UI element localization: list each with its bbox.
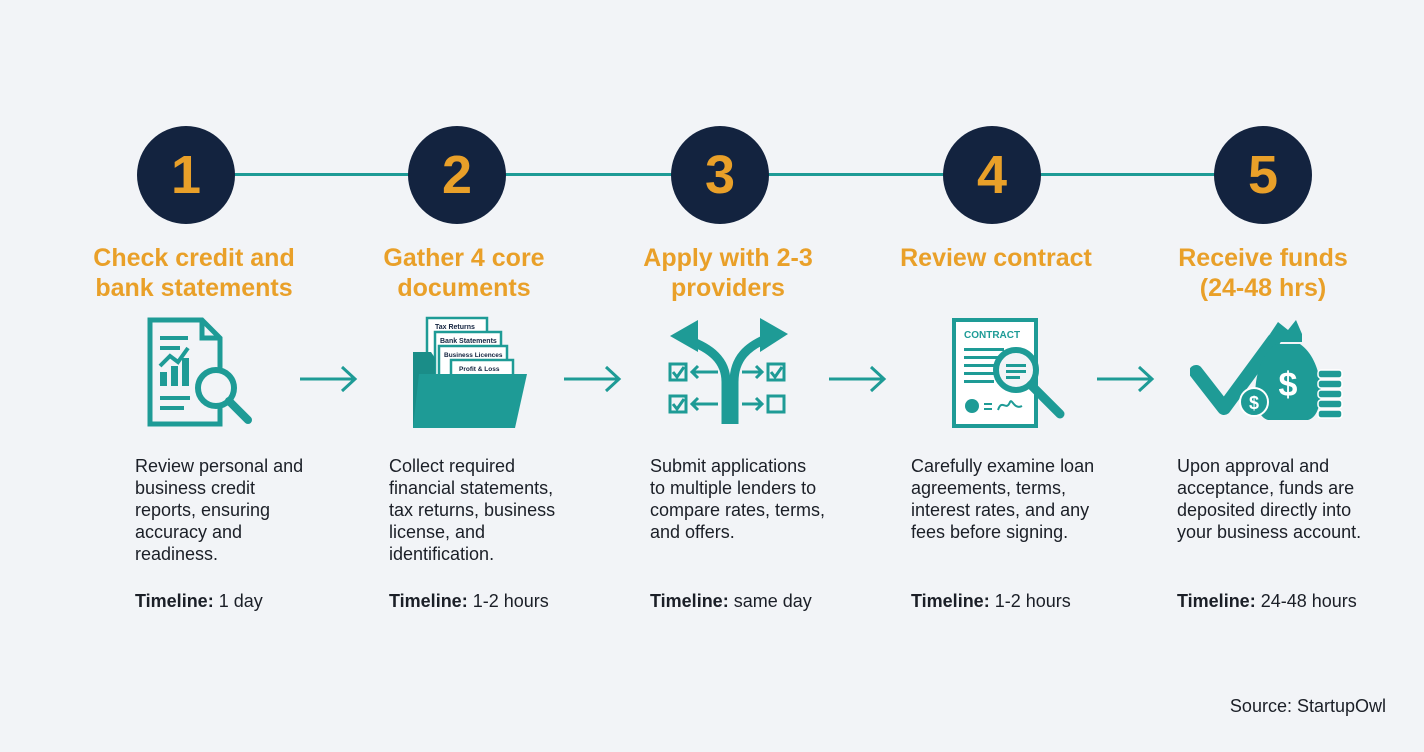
step-4-title: Review contract <box>856 243 1136 273</box>
step-5-desc-line: acceptance, funds are <box>1177 478 1355 498</box>
step-2-description: Collect required financial statements, t… <box>389 455 634 565</box>
step-4-number: 4 <box>943 126 1041 224</box>
step-5-timeline-label: Timeline: <box>1177 591 1256 611</box>
step-5-desc-line: your business account. <box>1177 522 1362 542</box>
step-1-title: Check credit and bank statements <box>54 243 334 303</box>
step-2-desc-line: license, and <box>389 522 486 542</box>
step-2-title-line-2: documents <box>397 274 531 302</box>
right-arrow-icon <box>829 365 887 393</box>
step-1-timeline-value: 1 day <box>218 591 263 611</box>
step-1-title-line-1: Check credit and <box>93 244 295 272</box>
step-4-timeline-label: Timeline: <box>911 591 990 611</box>
step-2-timeline-label: Timeline: <box>389 591 468 611</box>
step-2-title-line-1: Gather 4 core <box>383 244 545 272</box>
folder-tab-tax-returns: Tax Returns <box>435 324 475 331</box>
step-4-title-line-1: Review contract <box>900 244 1092 272</box>
step-4-desc-line: fees before signing. <box>911 522 1069 542</box>
step-3-timeline: Timeline: same day <box>650 590 895 612</box>
money-bag-check-icon: $ $ <box>1190 320 1343 420</box>
step-3-title-line-2: providers <box>671 274 785 302</box>
step-2-title: Gather 4 core documents <box>324 243 604 303</box>
step-2-timeline-value: 1-2 hours <box>472 591 549 611</box>
right-arrow-icon <box>1097 365 1155 393</box>
step-5-timeline-value: 24-48 hours <box>1260 591 1357 611</box>
step-3-desc-line: to multiple lenders to <box>650 478 817 498</box>
step-1-desc-line: Review personal and <box>135 456 304 476</box>
step-2-timeline: Timeline: 1-2 hours <box>389 590 634 612</box>
step-1-timeline-label: Timeline: <box>135 591 214 611</box>
step-5-desc-line: Upon approval and <box>1177 456 1330 476</box>
step-4-desc-line: Carefully examine loan <box>911 456 1095 476</box>
step-5-number: 5 <box>1214 126 1312 224</box>
step-5-timeline: Timeline: 24-48 hours <box>1177 590 1422 612</box>
step-2-desc-line: Collect required <box>389 456 516 476</box>
step-1-desc-line: business credit <box>135 478 256 498</box>
step-3-desc-line: and offers. <box>650 522 735 542</box>
step-4-timeline: Timeline: 1-2 hours <box>911 590 1156 612</box>
step-3-desc-line: compare rates, terms, <box>650 500 826 520</box>
right-arrow-icon <box>300 365 358 393</box>
right-arrow-icon <box>564 365 622 393</box>
folder-tab-profit-loss: Profit & Loss <box>459 366 500 373</box>
step-2-desc-line: financial statements, <box>389 478 554 498</box>
step-3-title: Apply with 2-3 providers <box>588 243 868 303</box>
step-3-desc-line: Submit applications <box>650 456 807 476</box>
folder-tab-bank-statements: Bank Statements <box>440 338 497 345</box>
step-5-description: Upon approval and acceptance, funds are … <box>1177 455 1422 543</box>
step-3-timeline-value: same day <box>733 591 812 611</box>
step-2-desc-line: identification. <box>389 544 495 564</box>
branching-arrows-checklist-icon <box>668 318 788 424</box>
step-3-number: 3 <box>671 126 769 224</box>
step-4-desc-line: agreements, terms, <box>911 478 1067 498</box>
step-4-desc-line: interest rates, and any <box>911 500 1090 520</box>
step-1-description: Review personal and business credit repo… <box>135 455 380 565</box>
step-3-timeline-label: Timeline: <box>650 591 729 611</box>
step-5-title: Receive funds (24-48 hrs) <box>1123 243 1403 303</box>
step-1-desc-line: readiness. <box>135 544 219 564</box>
folder-tab-business-licences: Business Licences <box>444 352 503 359</box>
step-1-desc-line: reports, ensuring <box>135 500 271 520</box>
step-2-desc-line: tax returns, business <box>389 500 556 520</box>
step-5-desc-line: deposited directly into <box>1177 500 1352 520</box>
step-1-timeline: Timeline: 1 day <box>135 590 380 612</box>
step-2-number: 2 <box>408 126 506 224</box>
source-caption: Source: StartupOwl <box>1229 696 1386 716</box>
step-4-timeline-value: 1-2 hours <box>994 591 1071 611</box>
step-4-description: Carefully examine loan agreements, terms… <box>911 455 1156 543</box>
svg-text:$: $ <box>1279 366 1298 404</box>
step-3-title-line-1: Apply with 2-3 <box>643 244 813 272</box>
step-5-title-line-1: Receive funds <box>1178 244 1348 272</box>
credit-report-magnifier-icon <box>147 317 252 427</box>
step-5-title-line-2: (24-48 hrs) <box>1199 274 1327 302</box>
step-1-number: 1 <box>137 126 235 224</box>
step-1-title-line-2: bank statements <box>95 274 293 302</box>
contract-magnifier-icon: CONTRACT <box>952 318 1065 428</box>
step-1-desc-line: accuracy and <box>135 522 243 542</box>
document-folder-icon: Tax Returns Bank Statements Business Lic… <box>413 316 527 428</box>
step-3-description: Submit applications to multiple lenders … <box>650 455 895 543</box>
contract-label: CONTRACT <box>964 330 1020 341</box>
svg-text:$: $ <box>1249 393 1259 413</box>
